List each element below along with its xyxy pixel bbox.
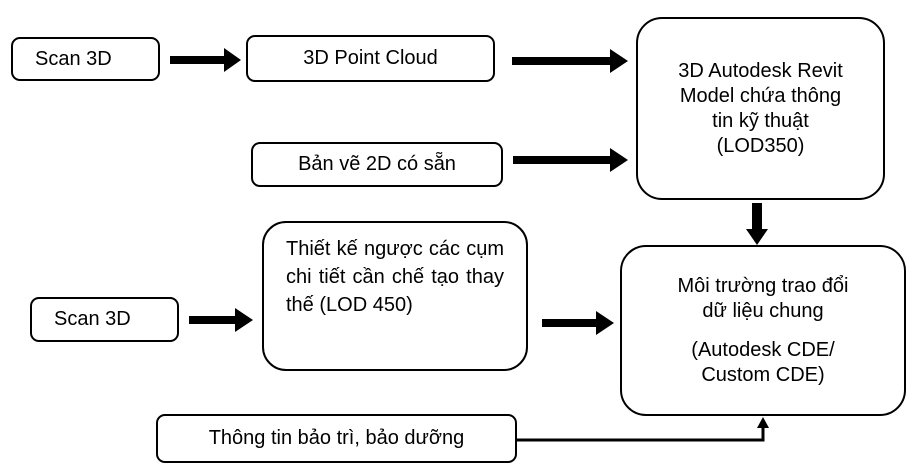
cde-node: Môi trường trao đổi dữ liệu chung (Autod…: [620, 245, 906, 416]
maintenance-node: Thông tin bảo trì, bảo dưỡng: [156, 414, 517, 463]
cde-line-2: dữ liệu chung: [702, 299, 824, 322]
reverse-design-node: Thiết kế ngược các cụm chi tiết cần chế …: [262, 221, 528, 371]
scan-3d-bottom-label: Scan 3D: [54, 308, 131, 330]
scan-3d-top-node: Scan 3D: [11, 37, 160, 81]
arrow-pointcloud-to-revit: [512, 49, 628, 73]
scan-3d-top-label: Scan 3D: [35, 47, 112, 70]
cde-line-4: Custom CDE): [701, 363, 825, 386]
revit-model-node: 3D Autodesk Revit Model chứa thông tin k…: [636, 17, 885, 200]
revit-model-line-3: tin kỹ thuật: [712, 109, 809, 132]
revit-model-line-4: (LOD350): [716, 134, 805, 157]
maintenance-label: Thông tin bảo trì, bảo dưỡng: [208, 427, 465, 449]
arrow-scan-to-reverse: [189, 308, 253, 332]
scan-3d-bottom-node: Scan 3D: [30, 297, 179, 342]
arrow-reverse-to-cde: [542, 311, 614, 335]
drawing-2d-label: Bản vẽ 2D có sẵn: [298, 153, 456, 175]
drawing-2d-node: Bản vẽ 2D có sẵn: [251, 142, 503, 187]
point-cloud-node: 3D Point Cloud: [246, 35, 495, 82]
arrow-scan-to-pointcloud: [170, 48, 241, 72]
arrow-revit-to-cde: [746, 203, 768, 245]
arrow-drawing-to-revit: [513, 148, 628, 172]
cde-line-1: Môi trường trao đổi: [677, 274, 849, 297]
cde-line-3: (Autodesk CDE/: [691, 338, 835, 361]
point-cloud-label: 3D Point Cloud: [303, 47, 438, 69]
revit-model-line-2: Model chứa thông: [679, 84, 842, 107]
arrow-maintenance-to-cde: [517, 417, 769, 442]
revit-model-line-1: 3D Autodesk Revit: [678, 59, 843, 82]
reverse-design-label: Thiết kế ngược các cụm chi tiết cần chế …: [286, 238, 504, 316]
